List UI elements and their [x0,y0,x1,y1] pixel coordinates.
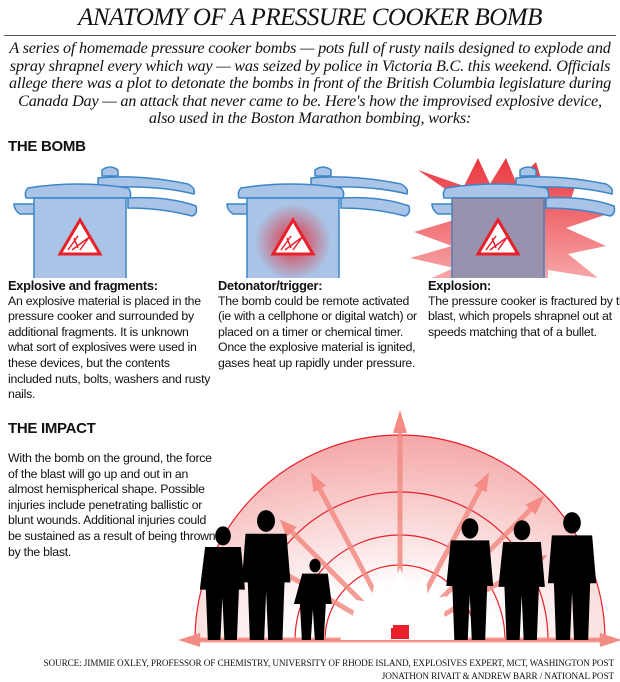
person-silhouette [547,512,597,640]
page-title: ANATOMY OF A PRESSURE COOKER BOMB [78,4,542,31]
cooker-illustrations [13,158,616,278]
step-explosion: Explosion:The pressure cooker is fractur… [428,278,620,340]
source-note: SOURCE: JIMMIE OXLEY, PROFESSOR OF CHEMI… [43,658,614,668]
arrow-head [525,495,545,515]
cooker-detonator-trigger [226,166,411,278]
step-text: The pressure cooker is fractured by the … [428,293,620,339]
impact-paragraph: With the bomb on the ground, the force o… [8,451,216,559]
step-text: An explosive material is placed in the p… [8,293,211,402]
cooker-explosive-and-fragments [13,166,198,278]
arrow-head [599,633,620,647]
impact-section-heading: THE IMPACT [8,420,96,437]
person-silhouette [293,558,332,640]
bomb-section-heading: THE BOMB [8,138,86,155]
arrow-head [178,633,201,647]
person-silhouette [199,526,245,640]
arrow-head [474,472,490,493]
cooker-explosion [410,158,616,278]
person-silhouette [241,510,291,640]
arrow-head [310,472,326,493]
blast-radius-diagram [178,410,620,647]
title-divider [4,35,616,36]
step-title: Explosion: [428,278,491,293]
person-silhouette [446,518,494,640]
step-title: Detonator/trigger: [218,278,323,293]
bystander-silhouettes [199,510,597,640]
pressure-cooker-icon [391,625,409,639]
person-silhouette [498,520,545,640]
arrow-head [393,410,407,433]
arrow-head [279,519,297,537]
step-explosive-and-fragments: Explosive and fragments:An explosive mat… [8,278,213,403]
step-text: The bomb could be remote activated (ie w… [218,293,417,370]
step-title: Explosive and fragments: [8,278,158,293]
blast-flash [340,568,462,640]
credit-line: JONATHON RIVAIT & ANDREW BARR / NATIONAL… [381,671,614,681]
intro-paragraph: A series of homemade pressure cooker bom… [9,39,611,128]
step-detonator-trigger: Detonator/trigger:The bomb could be remo… [218,278,423,372]
